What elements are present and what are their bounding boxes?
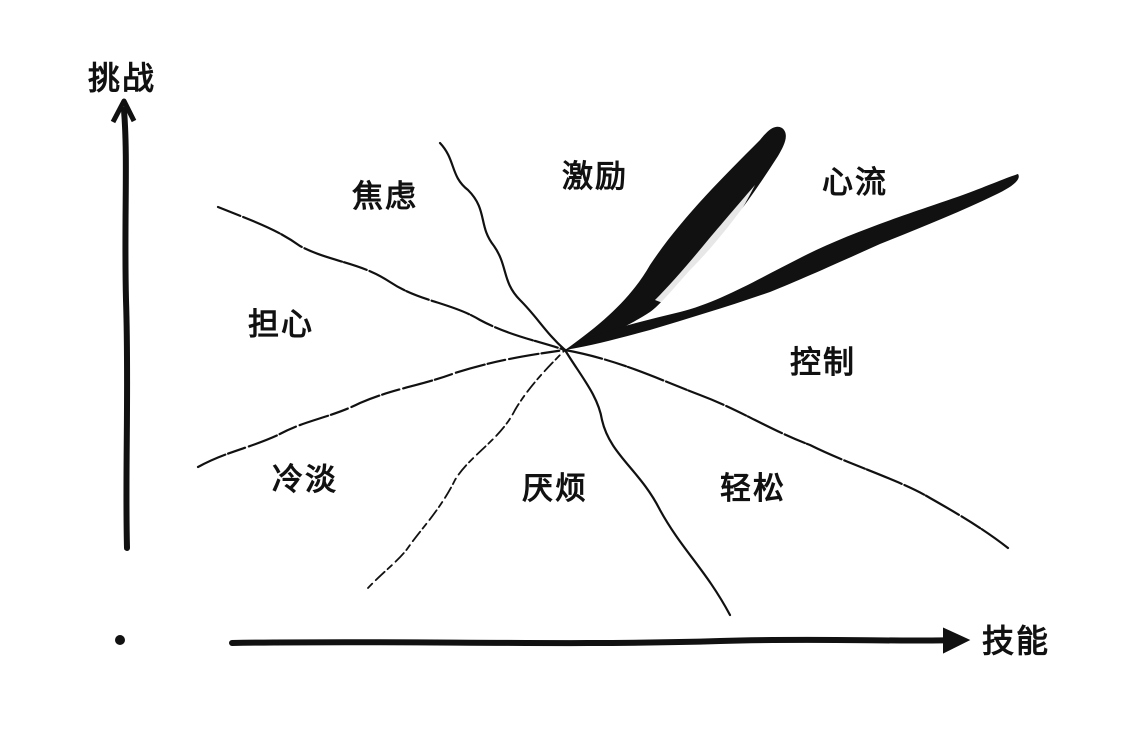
y-axis-label: 挑战	[88, 59, 157, 97]
region-label-arousal: 激励	[562, 159, 628, 195]
flow-channel-upper-band	[565, 126, 786, 351]
y-axis-arrowhead	[110, 98, 137, 124]
region-label-anxiety: 焦虑	[352, 179, 418, 215]
boundary-anxiety-arousal	[438, 141, 567, 352]
y-axis-line	[121, 107, 131, 551]
x-axis-label: 技能	[982, 622, 1051, 660]
boundary-worry-apathy	[196, 348, 567, 469]
boundary-boredom-relaxation	[563, 348, 732, 617]
boundary-apathy-boredom	[367, 349, 566, 589]
region-label-flow: 心流	[822, 165, 888, 201]
flow-channel-inner-gap	[655, 185, 755, 305]
boundary-relaxation-control	[563, 348, 1010, 550]
region-label-worry: 担心	[248, 307, 314, 343]
origin-dot	[115, 635, 125, 645]
flow-channel-lower-band	[565, 174, 1019, 350]
boundary-anxiety-worry	[216, 205, 567, 352]
region-label-boredom: 厌烦	[522, 471, 588, 507]
x-axis-line	[229, 636, 958, 647]
x-axis-arrowhead	[943, 627, 971, 654]
region-label-control: 控制	[790, 345, 856, 381]
region-label-relaxation: 轻松	[720, 471, 786, 507]
region-label-apathy: 冷淡	[272, 462, 338, 498]
